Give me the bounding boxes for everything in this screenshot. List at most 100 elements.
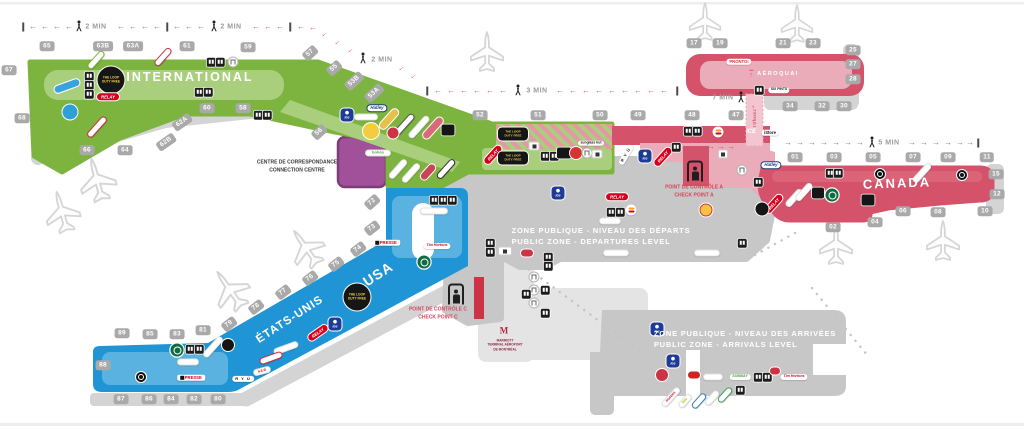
walk-token-upbar: ↑ — [749, 69, 753, 79]
walk-token-arrowR: → — [966, 138, 974, 147]
logo-pillb — [688, 371, 700, 379]
walkway-usa — [238, 275, 472, 407]
logo-wc — [540, 151, 550, 161]
canada-corridor — [612, 126, 770, 145]
logo-cpicon — [687, 160, 703, 182]
walk-token-person — [360, 52, 367, 64]
logo-crc — [755, 202, 769, 216]
walk-token-arrow: ← — [647, 86, 655, 95]
logo-timh: Tim Hortons — [780, 374, 808, 380]
logo-elev — [528, 297, 540, 309]
logo-wc — [84, 89, 94, 99]
walk-token-arrow: ← — [252, 22, 260, 31]
gate: 49 — [630, 110, 646, 120]
walk-token-min: 2 MIN — [85, 23, 107, 31]
dotted-path-east — [810, 286, 870, 358]
logo-ice: ice — [638, 149, 652, 163]
walk-token-arrowR: → — [727, 142, 735, 151]
airplane-icon — [279, 220, 333, 276]
logo-elev — [227, 56, 239, 68]
gate: 83 — [169, 329, 185, 339]
aeroquai-inner — [700, 61, 852, 89]
logo-ice: ice — [650, 322, 664, 336]
zone-usa-inner-south — [102, 352, 228, 385]
logo-sbux — [825, 188, 839, 202]
logo-wc — [606, 207, 616, 217]
logo-boxw — [591, 149, 603, 159]
walk-token-arrowR: → — [784, 138, 792, 147]
gate: 12 — [989, 189, 1005, 199]
walk-token-arrow: ← — [660, 86, 668, 95]
logo-wc — [671, 142, 681, 152]
logo-wc — [447, 195, 457, 205]
logo-boxb — [557, 147, 571, 159]
logo-sbux — [417, 255, 431, 269]
logo-hatley: Hatley — [760, 161, 782, 169]
walk-token-arrowR: → — [932, 138, 940, 147]
gate: 07 — [905, 152, 921, 162]
walk-token-arrow: ← — [41, 22, 49, 31]
logo-marriott: M — [499, 325, 509, 336]
bottom-border — [0, 423, 1024, 426]
gate: 15 — [988, 169, 1004, 179]
logo-presse: PRESSE — [177, 374, 205, 382]
logo-presse: PRESSE — [372, 239, 400, 247]
logo-wc — [753, 372, 763, 382]
walk-token-person — [738, 91, 745, 103]
gate: 08 — [930, 207, 946, 217]
logo-pillw — [354, 113, 378, 121]
gate: 80 — [210, 394, 226, 404]
logo-wc — [762, 372, 772, 382]
map-label-hotel: MARRIOTT TERMINAL AÉROPORT DE MONTRÉAL — [487, 338, 523, 352]
map-label-cc: CENTRE DE CORRESPONDANCE CONNECTION CENT… — [256, 159, 338, 174]
gate: 23 — [805, 38, 821, 48]
gate: 21 — [775, 38, 791, 48]
logo-elev — [528, 271, 540, 283]
gate: 10 — [977, 206, 993, 216]
logo-pillw: bohéo — [365, 149, 391, 157]
logo-wc — [215, 57, 225, 67]
logo-ice: ice — [340, 108, 354, 122]
gate: 67 — [1, 65, 17, 75]
walk-token-arrowR: → — [796, 138, 804, 147]
logo-wc — [485, 247, 495, 257]
gate: 02 — [825, 222, 841, 232]
gate: 88 — [95, 360, 111, 370]
logo-wc — [521, 289, 531, 299]
gate: 68 — [14, 113, 30, 123]
walk-token-bar — [166, 22, 168, 32]
walk-token-person — [211, 20, 218, 32]
gate: 81 — [195, 325, 211, 335]
logo-pronto: PRONTO! — [726, 58, 752, 66]
walk-token-bar — [977, 138, 979, 148]
gate: 48 — [684, 110, 700, 120]
walk-token-person — [515, 84, 522, 96]
walk-token-arrowR: → — [707, 142, 715, 151]
gate: 52 — [472, 110, 488, 120]
walk-token-bar — [22, 22, 24, 32]
logo-crc — [222, 339, 234, 351]
logo-wc — [540, 285, 550, 295]
airplane-icon — [925, 220, 961, 261]
gate: 34 — [782, 101, 798, 111]
logo-ice: ice — [551, 186, 565, 200]
logo-wc — [84, 80, 94, 90]
walk-token-arrow: ← — [53, 22, 61, 31]
walk-token-bar — [426, 86, 428, 96]
gate: 89 — [114, 328, 130, 338]
logo-wc — [735, 385, 745, 395]
walk-token-arrow: ← — [29, 22, 37, 31]
map-label-pz: ZONE PUBLIQUE - NIVEAU DES DÉPARTS PUBLI… — [511, 225, 691, 246]
walk-token-min: 7 MIN — [712, 94, 734, 102]
logo-loopb: THE LOOP DUTY FREE — [498, 151, 528, 165]
walk-token-arrow: ← — [117, 22, 125, 31]
logo-wc — [429, 195, 439, 205]
gate: 86 — [141, 394, 157, 404]
logo-wc — [84, 71, 94, 81]
logo-pillw — [694, 249, 720, 257]
logo-acc — [875, 169, 885, 179]
airplane-icon — [688, 2, 722, 41]
dotted-path-center — [521, 263, 650, 359]
